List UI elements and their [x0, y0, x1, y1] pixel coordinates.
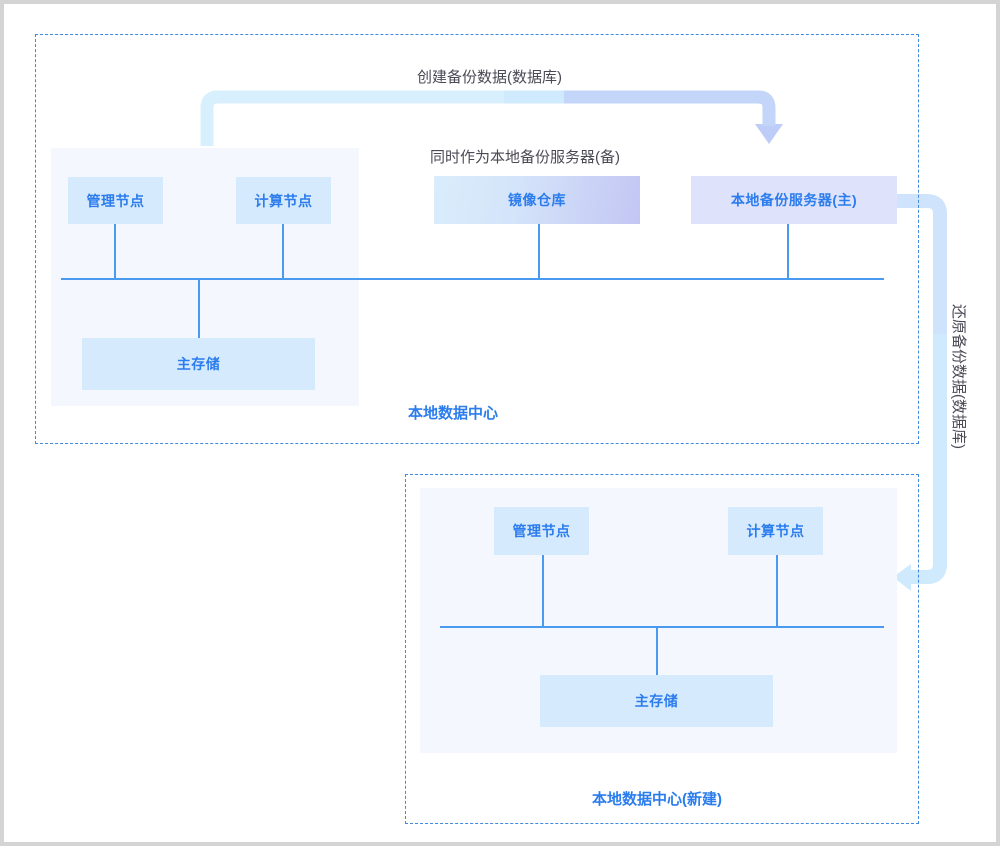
node-image-registry-label: 镜像仓库: [508, 192, 566, 208]
node-mgmt-node-new[interactable]: 管理节点: [494, 507, 589, 555]
connector-mgmt-node-new: [542, 555, 544, 627]
caption-create-backup: 创建备份数据(数据库): [417, 69, 562, 86]
node-backup-server[interactable]: 本地备份服务器(主): [691, 176, 897, 224]
connector-main-storage-new: [656, 626, 658, 675]
node-compute-node-new[interactable]: 计算节点: [728, 507, 823, 555]
connector-mgmt-node: [114, 224, 116, 279]
node-image-registry[interactable]: 镜像仓库: [434, 176, 640, 224]
primary-bus-line: [61, 278, 884, 280]
node-main-storage[interactable]: 主存储: [82, 338, 315, 390]
region-new-datacenter-label: 本地数据中心(新建): [592, 791, 722, 808]
node-mgmt-node-new-label: 管理节点: [512, 523, 571, 539]
connector-backup-server: [787, 224, 789, 279]
node-mgmt-node[interactable]: 管理节点: [68, 177, 163, 224]
connector-image-registry: [538, 224, 540, 279]
caption-also-backup-server: 同时作为本地备份服务器(备): [430, 149, 620, 166]
node-main-storage-new-label: 主存储: [634, 693, 679, 709]
node-compute-node-label: 计算节点: [254, 192, 313, 209]
node-main-storage-label: 主存储: [176, 356, 221, 372]
node-backup-server-label: 本地备份服务器(主): [730, 192, 858, 208]
region-primary-datacenter: [35, 34, 919, 444]
node-mgmt-node-label: 管理节点: [86, 192, 145, 209]
connector-compute-node: [282, 224, 284, 279]
node-main-storage-new[interactable]: 主存储: [540, 675, 773, 727]
region-new-datacenter: [405, 474, 919, 824]
region-primary-datacenter-label: 本地数据中心: [408, 405, 499, 422]
new-site-bus-line: [440, 626, 884, 628]
node-compute-node-new-label: 计算节点: [746, 523, 805, 539]
node-compute-node[interactable]: 计算节点: [236, 177, 331, 224]
connector-main-storage: [198, 278, 200, 338]
connector-compute-node-new: [776, 555, 778, 627]
caption-restore-backup: 还原备份数据(数据库): [950, 304, 967, 449]
